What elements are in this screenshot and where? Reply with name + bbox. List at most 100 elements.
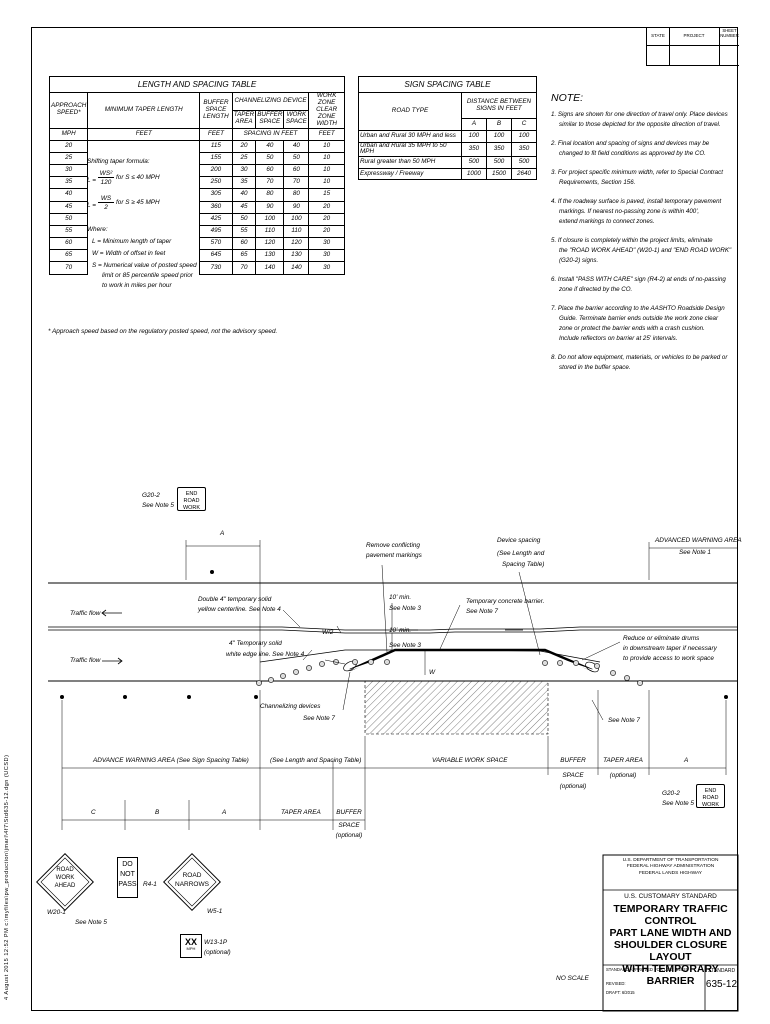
buffer-bottom-3: (optional): [335, 832, 363, 839]
formula1-condition: for S ≤ 40 MPH: [116, 174, 160, 181]
taper-right-1: TAPER AREA: [603, 757, 643, 764]
taper-right-2: (optional): [609, 772, 637, 779]
road-type-header: ROAD TYPE: [358, 92, 462, 131]
formula1-numerator: WS²: [98, 170, 114, 179]
length-table-cell: 140: [283, 261, 310, 275]
dept-line2: FEDERAL HIGHWAY ADMINISTRATION: [626, 864, 715, 870]
device-spacing-3: Spacing Table): [502, 561, 545, 568]
road-narrows-sign: ROAD NARROWS: [170, 871, 214, 890]
taper-area-header: TAPER AREA: [231, 109, 257, 129]
buffer-right-2: SPACE: [562, 772, 584, 779]
dim-b: B: [155, 809, 160, 816]
w-half-label: W/2: [322, 629, 334, 636]
def-w: W = Width of offset in feet: [92, 250, 166, 257]
title-line3: SHOULDER CLOSURE LAYOUT: [613, 939, 728, 964]
ten-min-2: 10' min.: [389, 627, 412, 634]
advance-warning-dim: ADVANCE WARNING AREA (See Sign Spacing T…: [93, 757, 249, 764]
w13-optional: (optional): [204, 949, 231, 956]
formula-cell: [87, 213, 201, 226]
sign-spacing-table: SIGN SPACING TABLE ROAD TYPE DISTANCE BE…: [358, 76, 538, 181]
formula-where: Where:: [87, 226, 108, 233]
temp-barrier-1: Temporary concrete barrier.: [466, 598, 545, 605]
see-note-7b: See Note 7: [608, 717, 640, 724]
formula-cell: [87, 261, 201, 275]
note-line: stored in the buffer space.: [559, 364, 631, 372]
note-line: 5. If closure is completely within the p…: [551, 237, 713, 245]
reduce-drums-3: to provide access to work space: [623, 655, 714, 662]
formula-cell: [87, 225, 201, 238]
formula-intro: Shifting taper formula:: [87, 158, 150, 165]
no-scale: NO SCALE: [556, 975, 589, 982]
length-table-footnote: * Approach speed based on the regulatory…: [48, 328, 278, 335]
remove-markings-1: Remove conflicting: [366, 542, 420, 549]
rn-line2: NARROWS: [175, 881, 209, 889]
sign-table-cell: 350: [485, 141, 512, 158]
formula-cell: [87, 176, 201, 189]
def-s2: limit or 85 percentile speed prior: [102, 272, 193, 279]
work-space-header: WORK SPACE: [283, 109, 310, 129]
note-line: 4. If the roadway surface is paved, inst…: [551, 198, 722, 206]
w13-1p-label: W13-1P: [204, 939, 228, 946]
note-line: 6. Install "PASS WITH CARE" sign (R4-2) …: [551, 276, 726, 284]
rwa-line3: AHEAD: [54, 883, 76, 890]
note-line: 1. Signs are shown for one direction of …: [551, 111, 728, 119]
reduce-drums-1: Reduce or eliminate drums: [623, 635, 700, 642]
rn-line1: ROAD: [182, 872, 202, 879]
see-note-3b: See Note 3: [389, 642, 421, 649]
formula-cell: [87, 140, 201, 153]
end-sign-line2: ROAD WORK: [182, 498, 201, 512]
drawing-sheet: [31, 27, 738, 1011]
dim-a-top: A: [220, 530, 225, 537]
xx-text: XX: [184, 937, 197, 947]
formula-cell: [87, 249, 201, 262]
dept-line1: U.S. DEPARTMENT OF TRANSPORTATION: [622, 858, 719, 863]
dept-block: U.S. DEPARTMENT OF TRANSPORTATION FEDERA…: [603, 858, 738, 877]
note-line: zone if directed by the CO.: [559, 286, 633, 294]
length-table-cell: 50: [283, 151, 310, 165]
length-table-cell: 30: [308, 261, 345, 275]
end-sign-line1: END: [185, 491, 198, 497]
road-work-ahead-sign: ROAD WORK AHEAD: [45, 866, 85, 890]
adv-warning-note: See Note 1: [679, 549, 711, 556]
formula-cell: [87, 201, 201, 214]
note-item: 8. Do not allow equipment, materials, or…: [551, 353, 736, 373]
dim-c: C: [91, 809, 96, 816]
temp-barrier-2: See Note 7: [466, 608, 498, 615]
dept-line3: FEDERAL LANDS HIGHWAY: [639, 870, 702, 876]
revised-text: REVISED:: [606, 981, 626, 986]
note-line: Include reflectors on barrier at 25' int…: [559, 335, 678, 343]
draft-text: DRAFT: 6/2015: [606, 990, 635, 995]
note-item: 3. For project specific minimum width, r…: [551, 168, 736, 188]
sign-table-cell: Expressway / Freeway: [358, 167, 462, 181]
buffer-right-1: BUFFER: [560, 757, 586, 764]
traffic-flow-upper: Traffic flow: [70, 610, 101, 617]
note-line: 7. Place the barrier according to the AA…: [551, 305, 725, 313]
remove-markings-2: pavement markings: [366, 552, 422, 559]
traffic-flow-lower: Traffic flow: [70, 657, 101, 664]
title-line1: TEMPORARY TRAFFIC CONTROL: [613, 903, 728, 928]
note-line: Guide. Terminate barrier ends outside th…: [559, 315, 719, 323]
adv-warning-area-label: ADVANCED WARNING AREA: [655, 537, 742, 544]
title-block: STATE PROJECT SHEET NUMBER: [646, 27, 739, 66]
dim-a-bottom: A: [222, 809, 227, 816]
formula1-denominator: 120: [100, 179, 112, 186]
title-line4: WITH TEMPORARY BARRIER: [622, 963, 719, 988]
end-road-work-sign-right: END ROAD WORK: [696, 784, 725, 808]
end-sign-right-line2: ROAD WORK: [701, 795, 720, 809]
formula-cell: [87, 188, 201, 202]
double-centerline-1: Double 4" temporary solid: [198, 596, 272, 603]
note-line: (G20-2) signs.: [559, 257, 599, 265]
notes-section: NOTE: 1. Signs are shown for one directi…: [551, 92, 736, 373]
edge-line-1: 4" Temporary solid: [229, 640, 282, 647]
g20-top-note: See Note 5: [142, 502, 174, 509]
standard-label: STANDARD: [707, 968, 736, 974]
note-line: Requirements, Section 156.: [559, 179, 636, 187]
formula-l-eq: L =: [87, 177, 96, 184]
customary-standard: U.S. CUSTOMARY STANDARD: [624, 893, 717, 900]
